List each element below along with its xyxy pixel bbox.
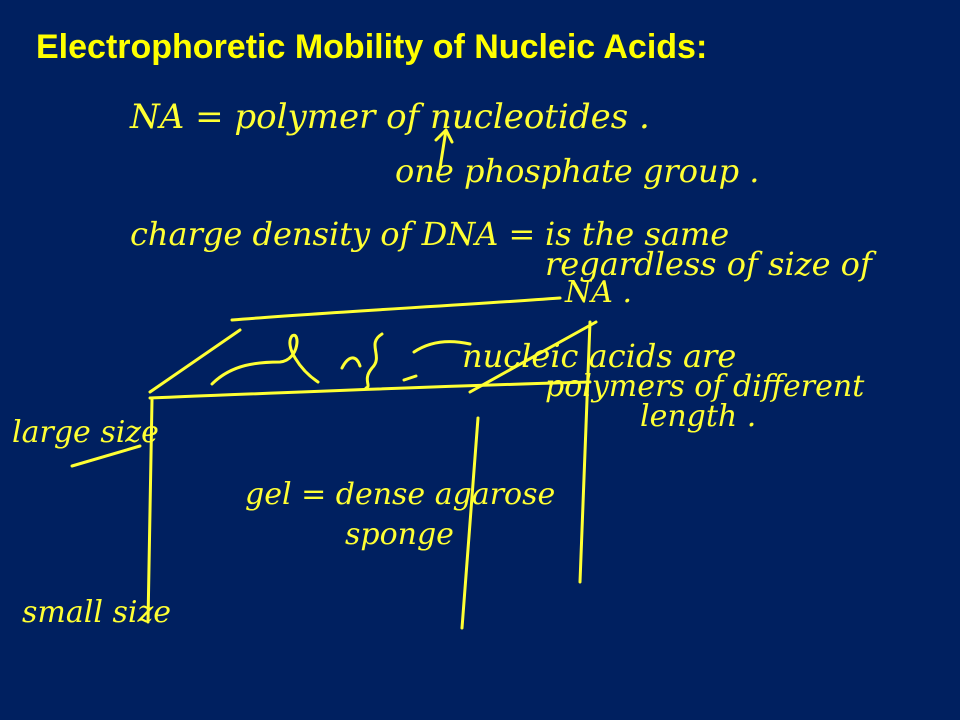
note-na: NA . xyxy=(565,275,632,310)
label-large-size: large size xyxy=(12,415,159,450)
arrow-head xyxy=(434,128,454,144)
molecule-squiggle-2 xyxy=(340,356,362,370)
gel-front-edge xyxy=(148,380,592,400)
note-nucleic-acids-are: nucleic acids are xyxy=(462,337,737,375)
gel-top-edge xyxy=(230,296,562,322)
large-size-arrow xyxy=(70,444,142,468)
gel-middle-vertical xyxy=(460,416,480,630)
note-length: length . xyxy=(640,399,757,434)
note-sponge: sponge xyxy=(345,517,454,552)
gel-left-edge xyxy=(148,328,242,394)
molecule-dash xyxy=(402,374,418,382)
gel-right-vertical xyxy=(578,320,592,584)
molecule-squiggle-1 xyxy=(210,333,320,386)
note-charge-density: charge density of DNA = xyxy=(130,215,536,253)
molecule-squiggle-3 xyxy=(364,332,384,390)
label-small-size: small size xyxy=(22,595,172,630)
arrow-line xyxy=(438,128,448,170)
gel-right-edge xyxy=(468,320,598,394)
note-phosphate-group: one phosphate group . xyxy=(395,152,760,190)
molecule-squiggle-4 xyxy=(412,340,472,354)
slide-title: Electrophoretic Mobility of Nucleic Acid… xyxy=(36,28,708,66)
gel-left-vertical xyxy=(146,398,154,624)
note-gel-dense-agarose: gel = dense agarose xyxy=(245,477,556,512)
note-na-polymer: NA = polymer of nucleotides . xyxy=(130,97,650,137)
note-regardless-of-size: regardless of size of xyxy=(545,245,872,283)
note-is-the-same: is the same xyxy=(545,215,730,253)
note-polymers-different: polymers of different xyxy=(545,369,865,404)
